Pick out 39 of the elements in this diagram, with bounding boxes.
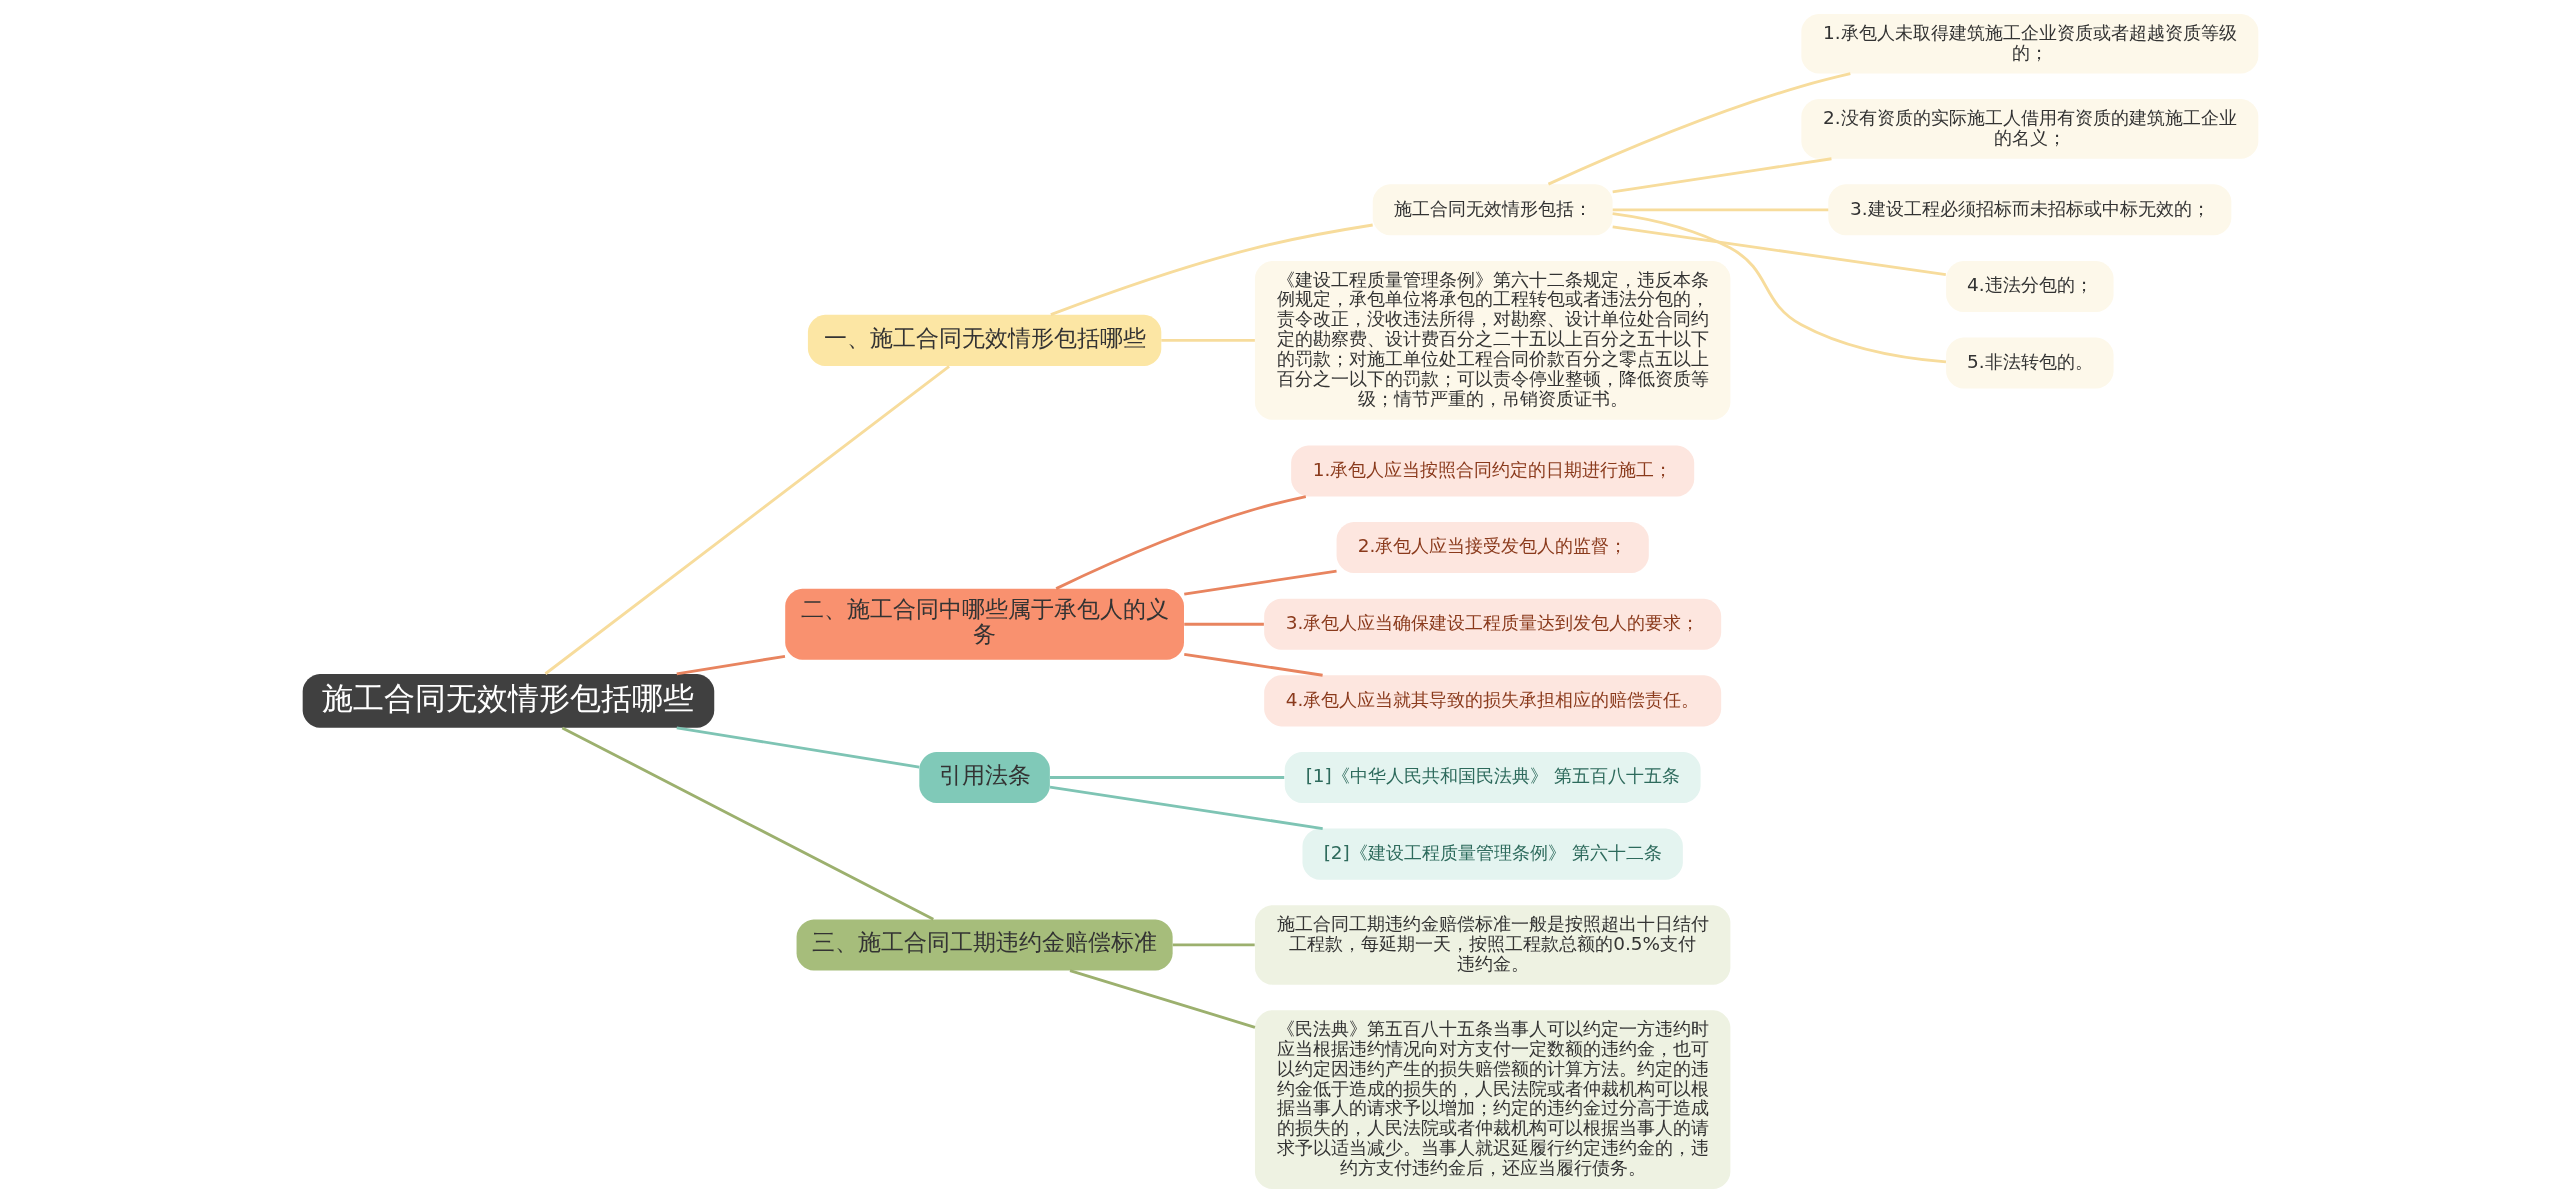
node-box: 二、施工合同中哪些属于承包人的义务	[784, 588, 1184, 660]
node-box: 3.建设工程必须招标而未招标或中标无效的；	[1827, 184, 2231, 236]
connector	[1049, 785, 1323, 830]
connector	[1049, 223, 1373, 316]
connector	[1611, 212, 1946, 364]
connector	[676, 654, 785, 676]
connector	[1183, 569, 1337, 596]
node-box: 5.非法转包的。	[1945, 337, 2114, 389]
connector	[1049, 776, 1284, 779]
node-box: 2.没有资质的实际施工人借用有资质的建筑施工企业的名义；	[1800, 99, 2258, 159]
node-box: 《民法典》第五百八十五条当事人可以约定一方违约时应当根据违约情况向对方支付一定数额的违约金，也可以约定因违约产生的损失赔偿额的计算方法。约定的违约金低于造成的损失的，人民法院或者仲裁机构可以根据当事人的请求予以增加；约定的违约金过分高于造成的损失的，人民法院或者仲裁机构可以根据当事人的请求予以适当减少。当事人就迟延履行约定违约金的，违约方支付违约金后，还应当履行债务。	[1254, 1010, 1730, 1190]
connector	[1183, 622, 1264, 626]
node-box: [2]《建设工程质量管理条例》 第六十二条	[1302, 828, 1683, 880]
connector	[544, 365, 950, 675]
connector	[1611, 225, 1946, 276]
connector	[676, 726, 919, 769]
node-box: 2.承包人应当接受发包人的监督；	[1336, 522, 1649, 574]
connector	[561, 726, 934, 921]
node-box: 1.承包人未取得建筑施工企业资质或者超越资质等级的；	[1800, 13, 2258, 74]
node-box: [1]《中华人民共和国民法典》 第五百八十五条	[1284, 751, 1701, 804]
connector	[1183, 652, 1323, 677]
connector	[1069, 969, 1255, 1029]
node-box: 4.违法分包的；	[1945, 260, 2114, 312]
connector	[1055, 495, 1306, 590]
node-box: 三、施工合同工期违约金赔偿标准	[796, 919, 1173, 971]
connector	[1612, 208, 1828, 212]
node-box: 1.承包人应当按照合同约定的日期进行施工；	[1290, 445, 1694, 497]
node-box: 3.承包人应当确保建设工程质量达到发包人的要求；	[1263, 598, 1721, 650]
node-box: 施工合同无效情形包括哪些	[302, 673, 714, 728]
node-box: 《建设工程质量管理条例》第六十二条规定，违反本条例规定，承包单位将承包的工程转包或者违法分包的，责令改正，没收违法所得，对勘察、设计单位处合同约定的勘察费、设计费百分之二十五以上百分之五十以下的罚款；对施工单位处工程合同价款百分之零点五以上百分之一以下的罚款；可以责令停业整顿，降低资质等级；情节严重的，吊销资质证书。	[1254, 260, 1730, 420]
node-box: 施工合同无效情形包括：	[1372, 184, 1613, 236]
connector	[1547, 72, 1851, 186]
connector	[1611, 157, 1832, 194]
node-box: 一、施工合同无效情形包括哪些	[807, 314, 1161, 366]
connector	[1160, 338, 1255, 342]
node-box: 4.承包人应当就其导致的损失承担相应的赔偿责任。	[1263, 675, 1721, 727]
connector	[1172, 943, 1255, 947]
node-box: 施工合同工期违约金赔偿标准一般是按照超出十日结付工程款，每延期一天，按照工程款总额的0.5%支付违约金。	[1254, 905, 1730, 985]
node-box: 引用法条	[918, 751, 1050, 804]
